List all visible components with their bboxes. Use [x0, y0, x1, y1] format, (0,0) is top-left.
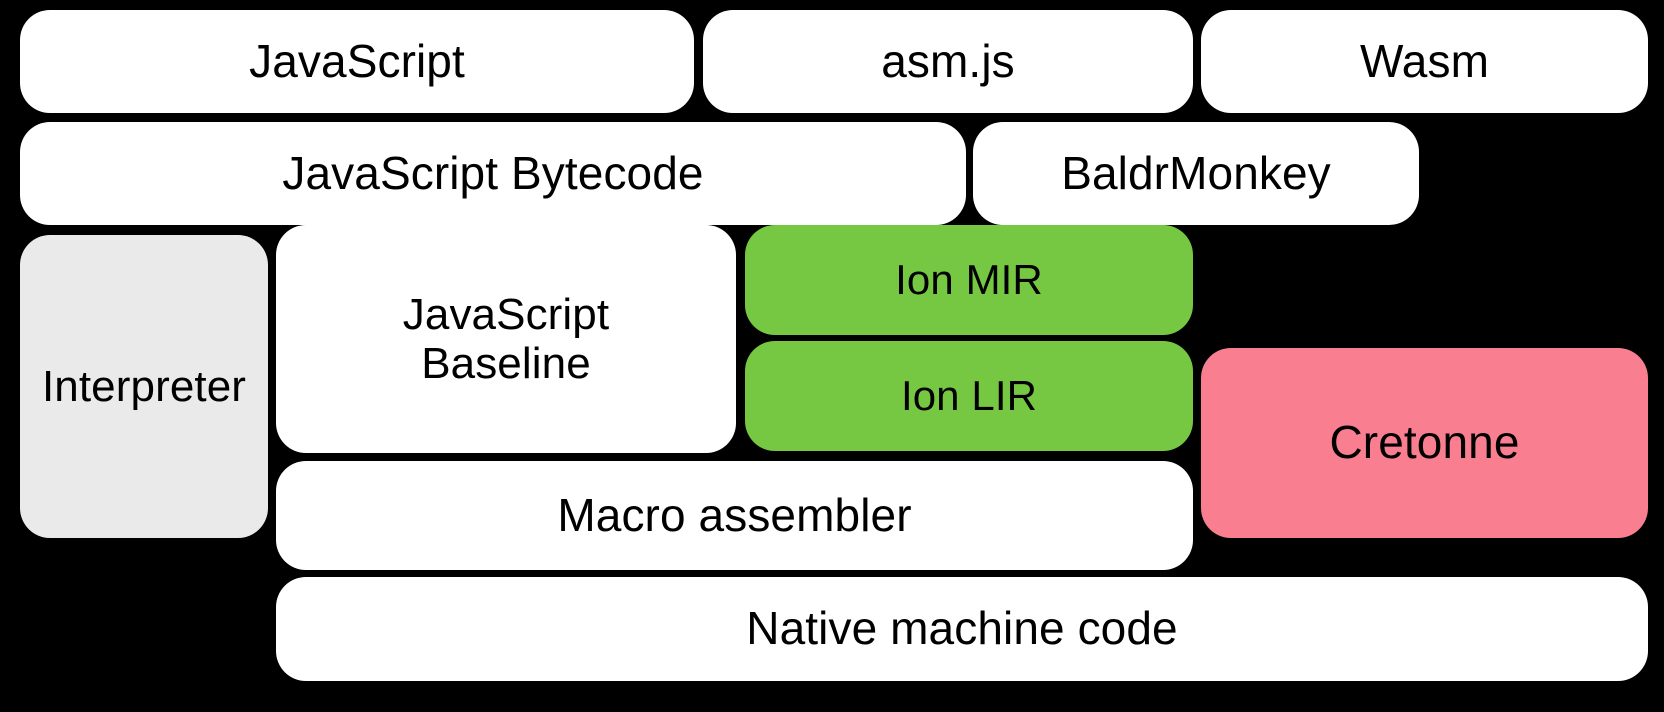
node-cretonne: Cretonne — [1201, 348, 1648, 538]
node-macro-assembler: Macro assembler — [276, 461, 1193, 570]
node-javascript-bytecode: JavaScript Bytecode — [20, 122, 966, 225]
node-ion-mir: Ion MIR — [745, 225, 1193, 335]
node-javascript: JavaScript — [20, 10, 694, 113]
node-ion-lir: Ion LIR — [745, 341, 1193, 451]
node-asmjs: asm.js — [703, 10, 1193, 113]
node-javascript-baseline: JavaScript Baseline — [276, 225, 736, 453]
node-wasm: Wasm — [1201, 10, 1648, 113]
node-interpreter: Interpreter — [20, 235, 268, 538]
node-baldrmonkey: BaldrMonkey — [973, 122, 1419, 225]
node-native-machine-code: Native machine code — [276, 577, 1648, 681]
